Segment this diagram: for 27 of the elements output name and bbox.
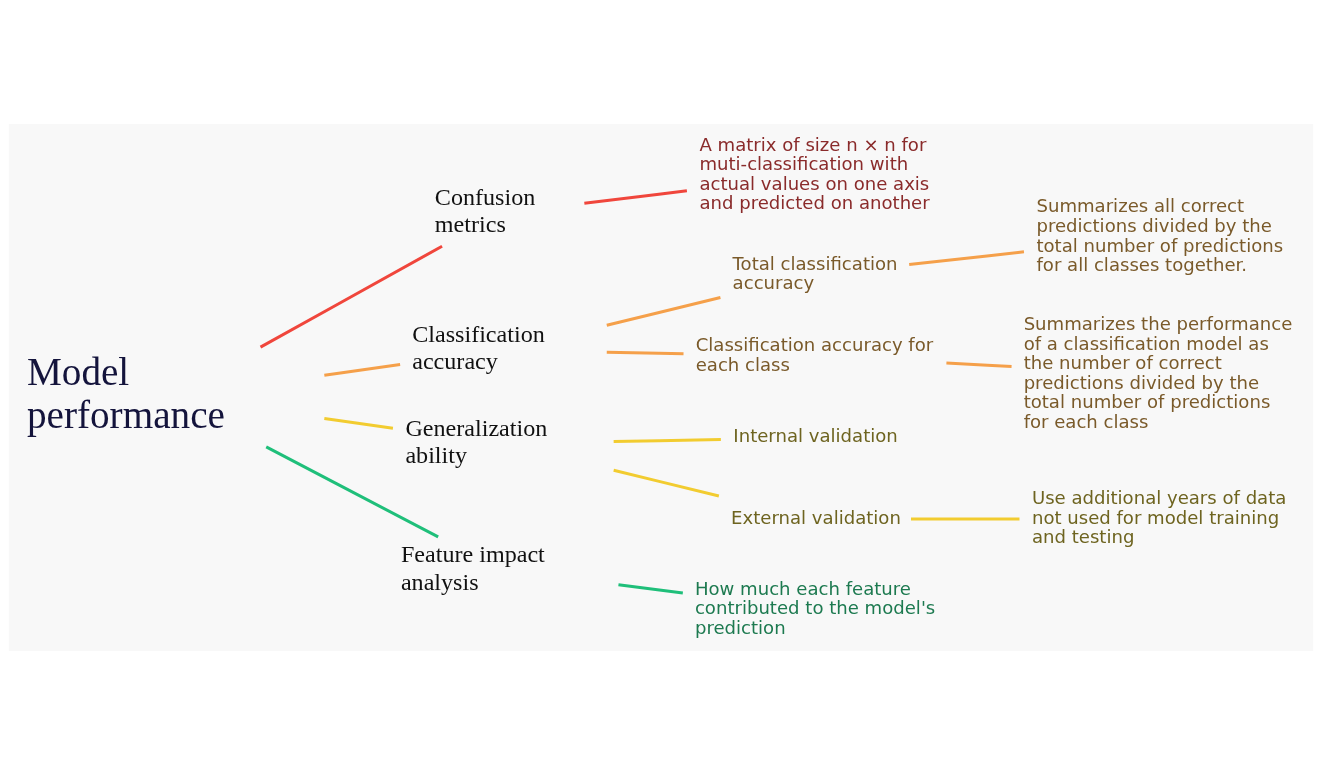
node-text: How much each feature contributed to the model's prediction xyxy=(694,577,936,638)
connector xyxy=(606,296,721,327)
connector xyxy=(606,350,684,356)
connector xyxy=(259,244,443,349)
node-text: Total classification accuracy xyxy=(732,252,898,294)
node-text: A matrix of size n × n for muti-classification with actual values on one axis and predicted on another xyxy=(699,133,930,214)
node-text: Feature impact analysis xyxy=(400,541,545,595)
node-text: Classification accuracy xyxy=(412,321,545,375)
node-text: Classification accuracy for each class xyxy=(695,334,934,375)
node-text: Internal validation xyxy=(733,425,898,447)
node-text: Summarizes all correct predictions divided by the total number of predictions for all classes together. xyxy=(1036,195,1284,276)
connector xyxy=(618,583,684,595)
connector xyxy=(324,363,401,377)
connector xyxy=(946,361,1012,369)
connector xyxy=(613,468,720,498)
node-text: Confusion metrics xyxy=(434,184,536,238)
node-text: Model performance xyxy=(26,349,225,437)
connector xyxy=(584,189,688,205)
node-text: Generalization ability xyxy=(405,414,548,468)
connector xyxy=(911,517,1020,521)
node-text: Summarizes the performance of a classification model as the number of correct predictions divided by the total number of predictions for each class xyxy=(1023,312,1293,432)
connector xyxy=(265,445,439,539)
node-text: External validation xyxy=(731,506,901,528)
connector xyxy=(324,417,394,430)
node-text: Use additional years of data not used for model training and testing xyxy=(1031,487,1287,548)
connector xyxy=(613,437,721,444)
connector xyxy=(909,250,1025,267)
